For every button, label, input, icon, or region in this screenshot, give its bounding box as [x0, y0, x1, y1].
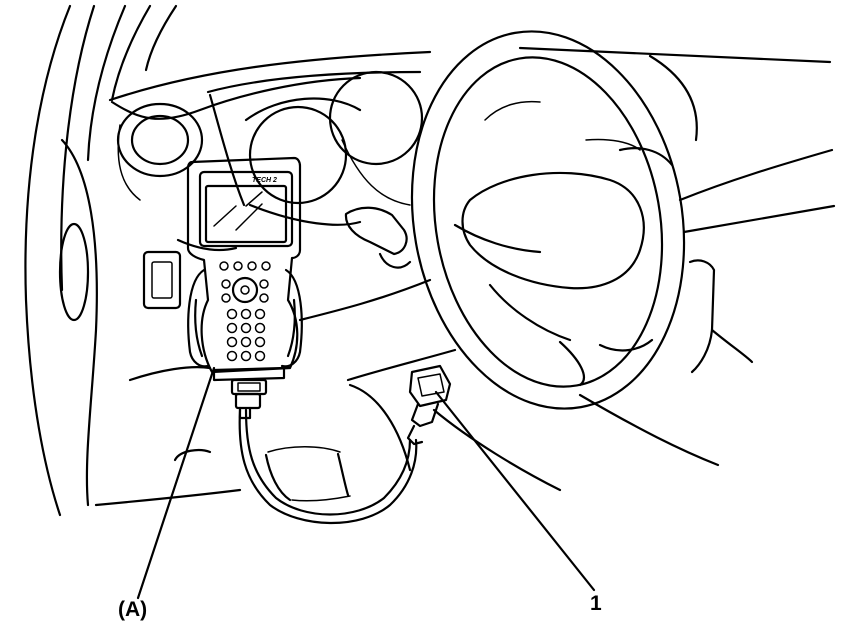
callout-scan-tool: (A) — [118, 598, 148, 621]
leader-lines — [136, 366, 596, 600]
scan-tool-cable — [238, 408, 418, 525]
keypad — [226, 308, 266, 362]
a-pillar — [24, 4, 178, 517]
left-side-panel — [58, 138, 242, 507]
left-air-vent — [116, 102, 204, 201]
switch-panel — [142, 238, 238, 310]
column-stalk — [344, 206, 412, 269]
right-dash — [585, 54, 698, 151]
direction-pad — [221, 276, 269, 304]
dlc-connector — [406, 364, 452, 446]
steering-wheel — [410, 30, 686, 410]
scan-tool: TECH 2 — [186, 156, 303, 420]
steering-column — [578, 148, 836, 467]
callout-dlc-connector: 1 — [590, 592, 602, 615]
dashboard-top — [108, 46, 832, 120]
function-keys — [219, 261, 271, 271]
instrument-cluster — [206, 70, 424, 226]
tool-brand-text: TECH 2 — [252, 177, 277, 184]
